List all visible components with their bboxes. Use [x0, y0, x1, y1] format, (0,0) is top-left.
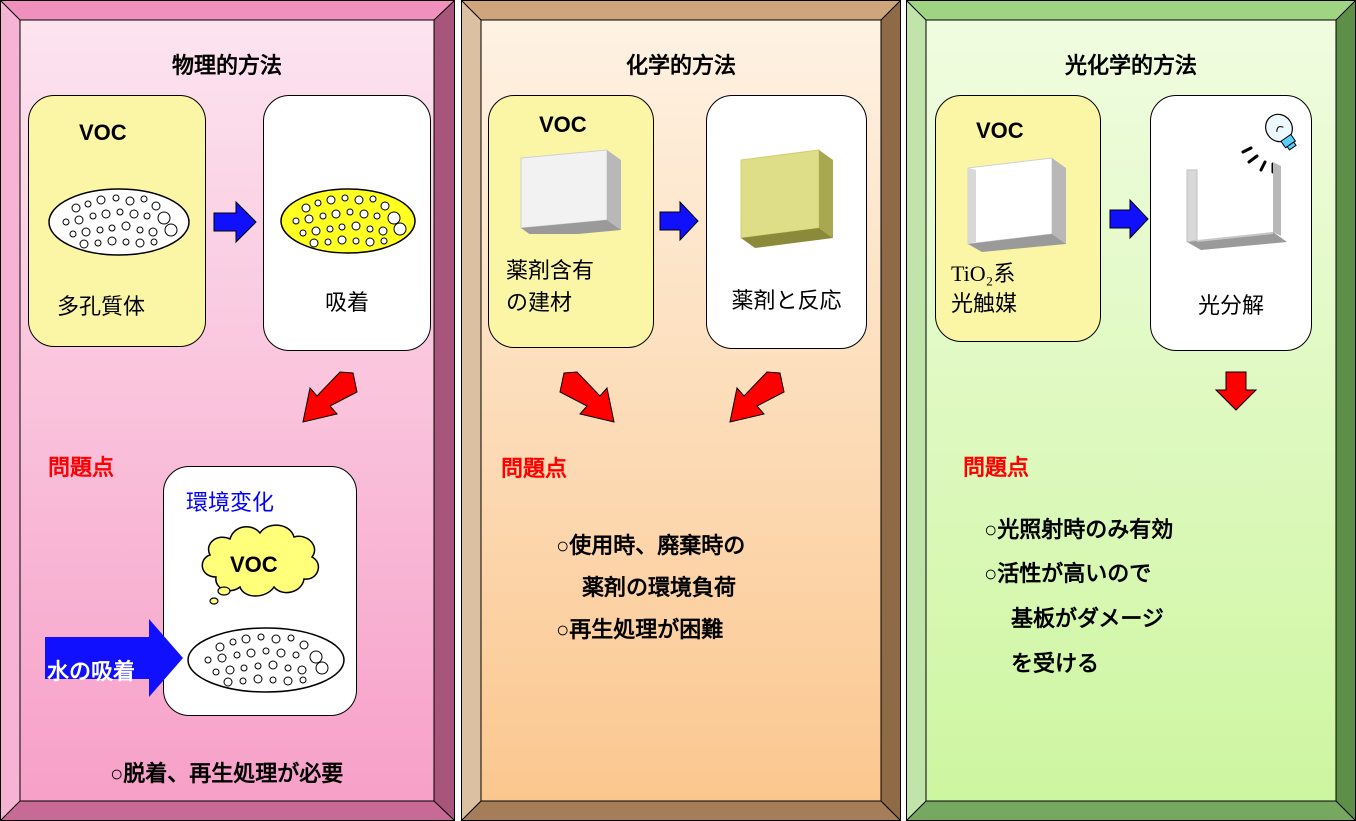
material-label: TiO₂系 [951, 261, 1016, 286]
porous-body-icon [187, 627, 345, 693]
photocatalyst-material-icon [967, 157, 1066, 252]
cloud-voc-label: VOC [230, 552, 278, 577]
porous-body-icon [48, 188, 190, 256]
voc-material-box: VOC 多孔質体 [28, 95, 206, 347]
arrow-down-left-icon [729, 371, 785, 423]
panel-title: 化学的方法 [625, 53, 736, 78]
reacted-material-icon [740, 149, 833, 248]
material-label: 薬剤含有 [506, 258, 595, 283]
voc-label: VOC [976, 118, 1024, 143]
water-arrow-icon [45, 619, 183, 697]
panel-photochemical: 光化学的方法 VOC TiO₂系 光触媒 [906, 0, 1356, 821]
arrow-down-left-icon [302, 371, 358, 423]
problem-item: ○脱着、再生処理が必要 [110, 761, 344, 786]
building-material-icon [520, 149, 621, 234]
voc-material-box: VOC TiO₂系 光触媒 [935, 95, 1101, 342]
panel-title: 物理的方法 [171, 53, 282, 78]
environment-change-box: 環境変化 VOC [163, 466, 357, 716]
problem-item: ○使用時、廃棄時の [556, 533, 746, 558]
result-box: 光分解 [1150, 95, 1312, 351]
material-label: の建材 [506, 290, 573, 315]
arrow-right-icon [213, 200, 257, 244]
env-change-label: 環境変化 [186, 490, 275, 515]
problem-item: 薬剤の環境負荷 [582, 575, 737, 600]
cloud-icon [201, 524, 320, 605]
decomposed-material-icon [1186, 162, 1287, 250]
voc-material-box: VOC 薬剤含有 の建材 [488, 95, 654, 348]
problem-item: ○活性が高いので [984, 561, 1152, 586]
voc-label: VOC [79, 120, 127, 145]
adsorbed-porous-icon [280, 188, 416, 254]
result-box: 薬剤と反応 [706, 95, 867, 349]
voc-label: VOC [539, 112, 587, 137]
result-label: 光分解 [1197, 293, 1264, 318]
material-label: 光触媒 [951, 291, 1018, 316]
problem-label: 問題点 [963, 455, 1030, 480]
panel-physical: 物理的方法 VOC 多孔質体 吸着 [0, 0, 455, 821]
water-adsorption-label: 水の吸着 [47, 659, 136, 684]
result-label: 薬剤と反応 [731, 288, 842, 313]
problem-item: 基板がダメージ [1011, 606, 1164, 631]
arrow-down-right-icon [559, 371, 615, 423]
problem-label: 問題点 [48, 455, 115, 480]
problem-item: を受ける [1011, 651, 1100, 676]
arrow-right-icon [659, 200, 699, 242]
material-label: 多孔質体 [57, 294, 146, 319]
result-box: 吸着 [263, 95, 431, 351]
problem-item: ○光照射時のみ有効 [984, 517, 1174, 542]
arrow-down-icon [1214, 371, 1258, 411]
problem-item: ○再生処理が困難 [556, 617, 724, 642]
problem-label: 問題点 [501, 456, 568, 481]
panel-title: 光化学的方法 [1064, 53, 1197, 78]
panel-chemical: 化学的方法 VOC 薬剤含有 の建材 薬剤と反応 問題点 ○使用時、廃棄時の 薬… [461, 0, 901, 821]
result-label: 吸着 [324, 290, 369, 315]
arrow-right-icon [1109, 198, 1149, 240]
